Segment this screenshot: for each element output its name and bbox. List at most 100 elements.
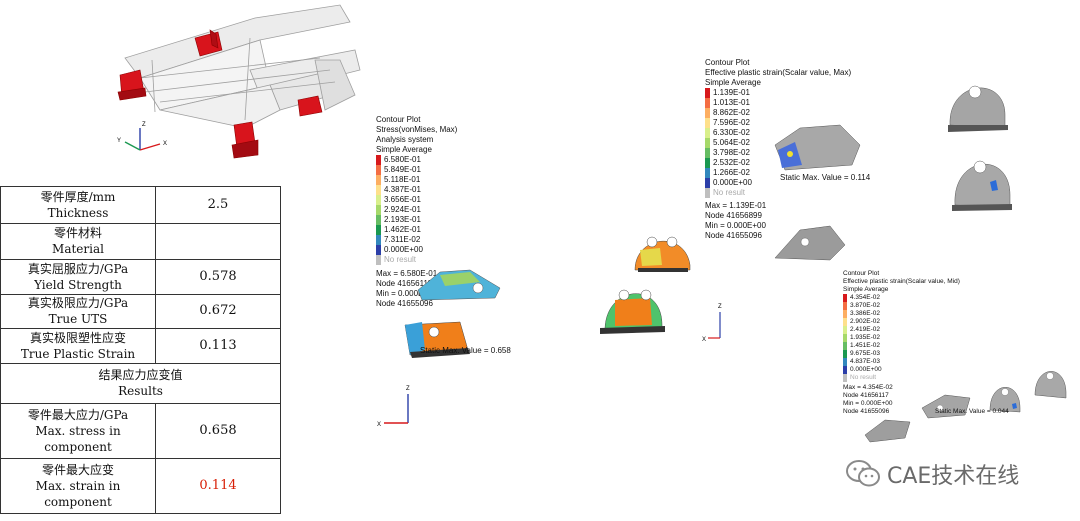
legend-max: Max = 1.139E-01 <box>705 201 767 210</box>
legend-level-value: 1.013E-01 <box>713 98 750 107</box>
legend-subtitle: Effective plastic strain(Scalar value, M… <box>705 68 852 77</box>
legend-level-value: 1.139E-01 <box>713 88 750 97</box>
legend-level-value: 0.000E+00 <box>850 366 882 373</box>
label-zh: 零件最大应变 <box>41 463 114 478</box>
legend-swatch <box>705 138 710 148</box>
legend-level: 9.675E-03 <box>843 350 960 358</box>
stress-static-max-label: Static Max. Value = 0.658 <box>420 346 511 355</box>
legend-level: 3.798E-02 <box>705 148 851 158</box>
legend-swatch <box>376 205 381 215</box>
strain-mid-part-3 <box>989 387 1021 413</box>
legend-level-value: 5.064E-02 <box>713 138 750 147</box>
legend-level-value: 2.902E-02 <box>850 318 880 325</box>
legend-swatch <box>376 155 381 165</box>
legend-level: 5.849E-01 <box>376 165 457 175</box>
label-en: Max. stress in <box>35 424 121 439</box>
legend-swatch <box>376 245 381 255</box>
legend-subtitle: Simple Average <box>376 145 432 154</box>
legend-level: 6.580E-01 <box>376 155 457 165</box>
legend-swatch <box>376 165 381 175</box>
legend-level: 3.386E-02 <box>843 310 960 318</box>
strain-part-upright-2 <box>952 160 1012 211</box>
legend-level: 1.462E-01 <box>376 225 457 235</box>
legend-swatch <box>705 168 710 178</box>
strain-mid-part-1 <box>864 419 911 443</box>
legend-level: 1.451E-02 <box>843 342 960 350</box>
table-row-value: 0.672 <box>155 293 281 330</box>
watermark: CAE技术在线 <box>845 458 1019 490</box>
legend-node-min: Node 41655096 <box>705 231 762 240</box>
no-result-swatch <box>843 374 847 382</box>
assembly-axis-triad: Z X Y <box>117 122 167 151</box>
legend-level-value: 2.419E-02 <box>850 326 880 333</box>
results-header-en: Results <box>118 384 163 399</box>
legend-swatch <box>376 175 381 185</box>
legend-swatch <box>843 366 847 374</box>
legend-level: 3.656E-01 <box>376 195 457 205</box>
legend-node-min: Node 41655096 <box>843 408 890 415</box>
legend-level: 4.387E-01 <box>376 185 457 195</box>
legend-level-value: 3.386E-02 <box>850 310 880 317</box>
strain-part-upright-1 <box>948 85 1008 132</box>
legend-level: 2.193E-01 <box>376 215 457 225</box>
legend-subtitle: Simple Average <box>843 286 889 293</box>
legend-min: Min = 0.000E+00 <box>843 400 893 407</box>
legend-no-result: No result <box>843 374 960 382</box>
stress-part-upright-2 <box>600 289 665 334</box>
legend-level-value: 4.354E-02 <box>850 294 880 301</box>
legend-level: 0.000E+00 <box>705 178 851 188</box>
legend-level-value: 2.924E-01 <box>384 205 421 214</box>
center-axis-z-label: Z <box>718 304 722 310</box>
assembly-axis-y-label: Y <box>117 138 121 144</box>
legend-level: 4.354E-02 <box>843 294 960 302</box>
legend-swatch <box>376 195 381 205</box>
label-zh: 零件最大应力/GPa <box>27 408 129 423</box>
legend-level: 0.000E+00 <box>843 366 960 374</box>
strain-static-max-label: Static Max. Value = 0.114 <box>780 173 871 182</box>
legend-title: Contour Plot <box>843 270 880 277</box>
legend-level-value: 7.596E-02 <box>713 118 750 127</box>
legend-level: 6.330E-02 <box>705 128 851 138</box>
legend-swatch <box>705 128 710 138</box>
legend-min: Min = 0.000E+00 <box>376 289 437 298</box>
legend-swatch <box>376 185 381 195</box>
label-en: True Plastic Strain <box>20 346 136 361</box>
legend-level: 4.837E-03 <box>843 358 960 366</box>
legend-swatch <box>843 342 847 350</box>
legend-level-value: 5.118E-01 <box>384 175 421 184</box>
legend-level-value: 4.837E-03 <box>850 358 880 365</box>
legend-level: 3.870E-02 <box>843 302 960 310</box>
assembly-model-view: Z X Y <box>117 4 361 159</box>
legend-level-value: 3.870E-02 <box>850 302 880 309</box>
center-axis-x-label: X <box>702 337 706 343</box>
legend-node-max: Node 41656111 <box>376 279 432 288</box>
stress-contour-parts <box>404 236 691 358</box>
legend-level-value: 0.000E+00 <box>384 245 423 254</box>
legend-no-result: No result <box>705 188 851 198</box>
label-en: Yield Strength <box>34 277 122 292</box>
legend-swatch <box>843 358 847 366</box>
legend-level: 2.924E-01 <box>376 205 457 215</box>
legend-node-max: Node 41656899 <box>705 211 762 220</box>
strain-mid-contour-legend: Contour Plot Effective plastic strain(Sc… <box>843 270 960 416</box>
label-en: component <box>44 495 112 510</box>
legend-level: 1.935E-02 <box>843 334 960 342</box>
legend-level-value: 7.311E-02 <box>384 235 421 244</box>
legend-swatch <box>843 350 847 358</box>
stress-axis-z-label: Z <box>406 386 410 392</box>
legend-swatch <box>376 235 381 245</box>
legend-swatch <box>843 318 847 326</box>
strain-part-flat <box>774 124 861 171</box>
legend-level-value: 1.451E-02 <box>850 342 880 349</box>
legend-level: 1.266E-02 <box>705 168 851 178</box>
